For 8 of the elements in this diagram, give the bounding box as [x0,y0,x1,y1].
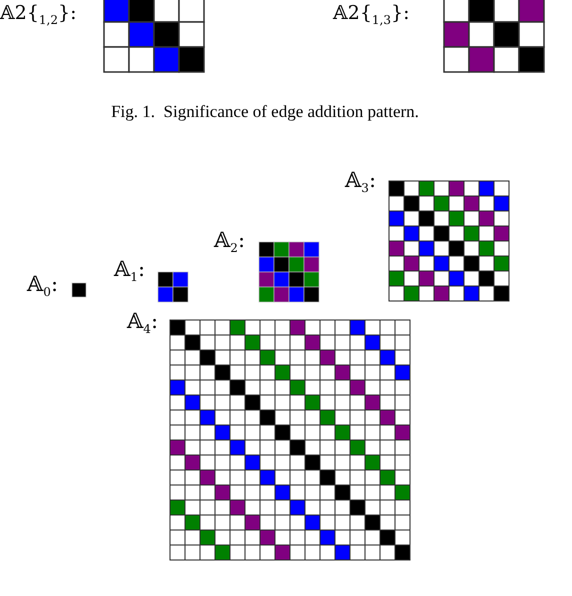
figure-caption: Fig. 1. Significance of edge addition pattern. [110,102,420,122]
matrix-label: 𝔸$_{2}$: [214,230,246,254]
matrix-label: 𝔸$_{4}$: [127,311,158,336]
matrix-label: 𝔸2{$_{1,3}$}: [333,4,410,26]
matrix-label: 𝔸$_{0}$: [27,274,58,298]
matrix-label: 𝔸$_{3}$: [345,170,376,194]
matrix-label: 𝔸$_{1}$: [114,259,146,284]
matrix-label: 𝔸2{$_{1,2}$}: [0,4,77,26]
